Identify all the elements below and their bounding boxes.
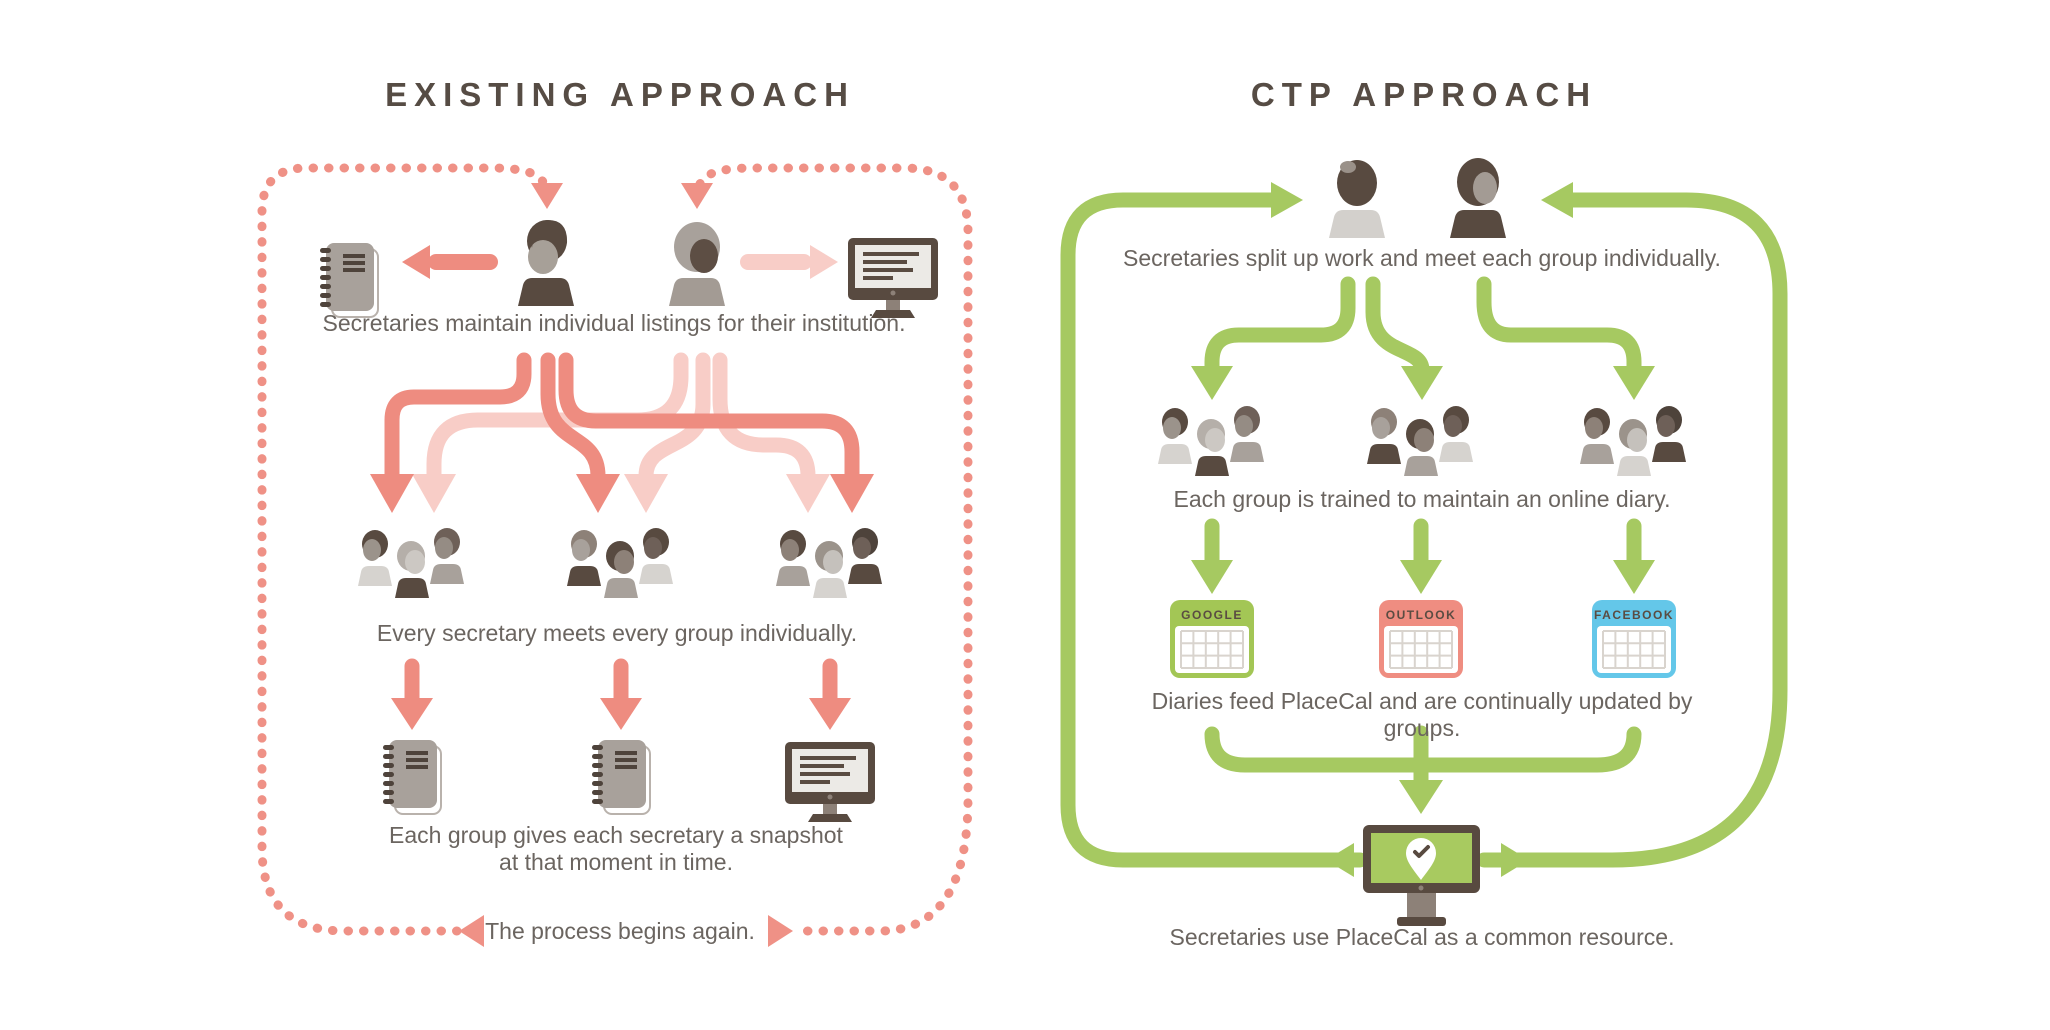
right-caption-diaries: Diaries feed PlaceCal and are continuall… bbox=[1151, 688, 1693, 741]
right-panel-title: CTP APPROACH bbox=[1250, 76, 1598, 113]
monitor-icon bbox=[785, 742, 875, 822]
arrow-right-icon bbox=[740, 245, 838, 279]
dotted-loop-left bbox=[257, 163, 973, 936]
arrow-left-icon bbox=[402, 245, 498, 279]
dotted-loop-arrowheads bbox=[459, 183, 793, 947]
left-caption-snapshot-line2: at that moment in time. bbox=[499, 849, 733, 875]
tangle-arrowheads-light bbox=[412, 474, 830, 513]
calendar-arrows bbox=[1191, 518, 1655, 594]
secretary-female-icon bbox=[669, 222, 725, 306]
checkmark-icon bbox=[1413, 845, 1430, 858]
green-loop bbox=[1060, 192, 1788, 868]
right-caption-groups: Each group is trained to maintain an onl… bbox=[1173, 486, 1671, 512]
tangle-arrowheads-dark bbox=[370, 474, 874, 513]
green-loop-arrowheads bbox=[1271, 182, 1573, 877]
calendar-outlook-icon: OUTLOOK bbox=[1379, 600, 1463, 678]
calendar-facebook-label: FACEBOOK bbox=[1594, 608, 1674, 622]
tangle-arrows-dark bbox=[384, 352, 860, 484]
group-icon bbox=[1367, 406, 1473, 476]
placecal-monitor-icon bbox=[1363, 825, 1480, 926]
calendar-facebook-icon: FACEBOOK bbox=[1592, 600, 1676, 678]
calendar-outlook-label: OUTLOOK bbox=[1386, 608, 1457, 622]
left-panel-title: EXISTING APPROACH bbox=[385, 76, 855, 113]
notebook-icon bbox=[320, 243, 379, 318]
snapshot-arrows bbox=[391, 658, 851, 730]
group-icon bbox=[1580, 406, 1686, 476]
branch-arrows bbox=[1191, 276, 1655, 400]
left-caption-top: Secretaries maintain individual listings… bbox=[322, 310, 906, 336]
left-caption-snapshot-line1: Each group gives each secretary a snapsh… bbox=[389, 822, 843, 848]
right-caption-top: Secretaries split up work and meet each … bbox=[1123, 245, 1721, 271]
right-caption-resource: Secretaries use PlaceCal as a common res… bbox=[1169, 924, 1675, 950]
calendar-google-label: GOOGLE bbox=[1181, 608, 1243, 622]
left-caption-groups: Every secretary meets every group indivi… bbox=[376, 620, 858, 646]
group-icon bbox=[358, 528, 464, 598]
secretary-male-icon bbox=[1329, 160, 1385, 238]
left-caption-loop: The process begins again. bbox=[485, 918, 755, 944]
calendar-google-icon: GOOGLE bbox=[1170, 600, 1254, 678]
notebook-icon bbox=[383, 740, 442, 815]
group-icon bbox=[1158, 406, 1264, 476]
notebook-icon bbox=[592, 740, 651, 815]
merge-arrows bbox=[1204, 725, 1642, 814]
secretary-male-icon bbox=[518, 220, 574, 306]
monitor-icon bbox=[848, 238, 938, 318]
group-icon bbox=[567, 528, 673, 598]
secretary-female-icon bbox=[1450, 158, 1506, 238]
group-icon bbox=[776, 528, 882, 598]
